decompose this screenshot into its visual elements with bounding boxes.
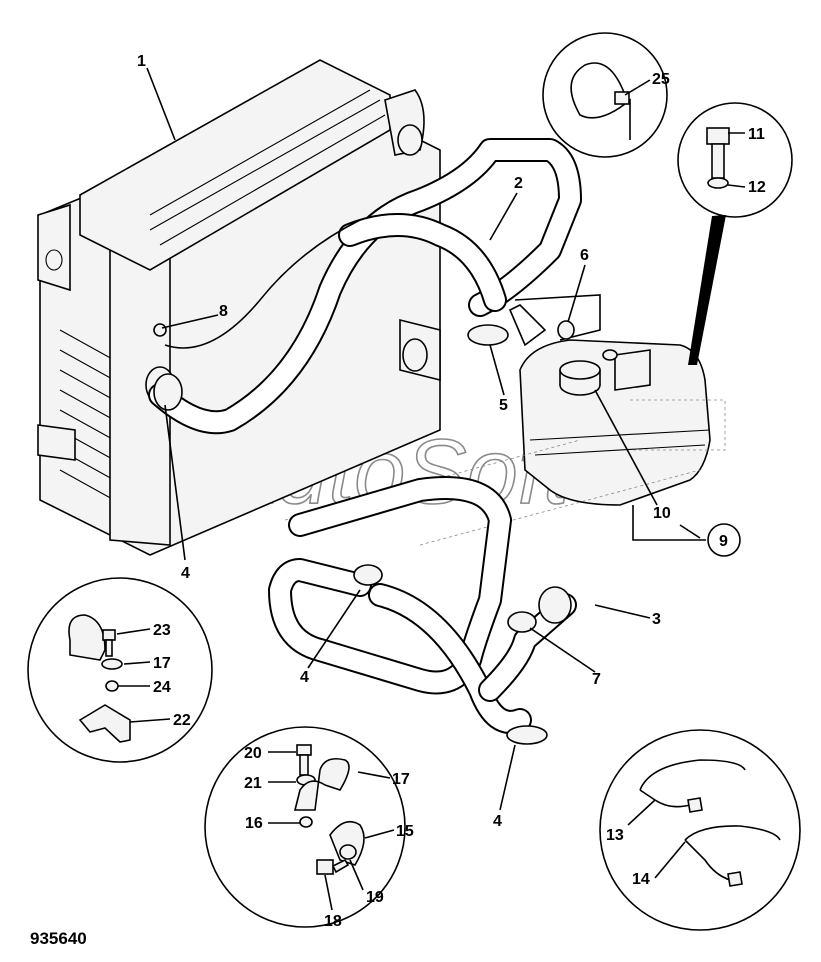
callout-20: 20 [244,745,262,762]
callout-6: 6 [580,247,589,264]
callout-11: 11 [748,126,765,143]
hose-clip-4-bottom [506,725,548,745]
callout-21: 21 [244,775,262,792]
hose-clip-4-upper [153,373,183,411]
callout-2: 2 [514,175,523,192]
inset-bracket-22 [27,577,213,763]
callout-4b: 4 [300,669,309,686]
callout-16: 16 [245,815,263,832]
callout-24: 24 [153,679,171,696]
callout-4a: 4 [181,565,190,582]
callout-3: 3 [652,611,661,628]
callout-13: 13 [606,827,624,844]
callout-22: 22 [173,712,191,729]
leader-lines [116,67,746,911]
inset-cable-ties-13-14 [599,729,801,931]
callout-8: 8 [219,303,228,320]
callout-1: 1 [137,53,146,70]
callout-4c: 4 [493,813,502,830]
callout-12: 12 [748,179,766,196]
hose-lower [268,476,577,734]
callout-10: 10 [653,505,671,522]
callout-labels: 1 2 3 4 4 4 5 6 7 8 9 10 11 12 13 14 15 … [137,53,766,930]
hose-clip-5 [467,324,509,346]
inset-brackets-15-21 [204,726,406,928]
callout-9: 9 [719,533,728,550]
inset-bolt-11-washer-12 [677,102,793,365]
expansion-tank [284,339,726,546]
callout-17a: 17 [153,655,171,672]
callout-19: 19 [366,889,384,906]
hose-clip-7 [507,611,537,633]
figure-number: 935640 [30,929,87,948]
callout-18: 18 [324,913,342,930]
callout-9-circle [707,523,741,557]
callout-17b: 17 [392,771,410,788]
callout-25: 25 [652,71,670,88]
hose-clip-6 [557,320,575,340]
hose-upper [148,138,601,435]
callout-14: 14 [632,871,650,888]
callout-5: 5 [499,397,508,414]
hose-clip-4-lower [353,564,383,586]
inset-cable-tie-25 [542,32,668,158]
radiator-assembly [37,59,441,556]
callout-7: 7 [592,671,601,688]
callout-23: 23 [153,622,171,639]
callout-15: 15 [396,823,414,840]
